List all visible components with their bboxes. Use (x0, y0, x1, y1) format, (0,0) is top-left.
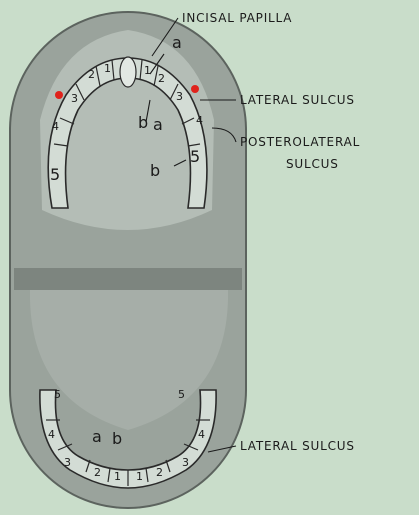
upper-left-tooth-2: 2 (88, 68, 95, 81)
upper-right-tooth-5: 5 (190, 147, 200, 166)
label-b-left: b (138, 113, 148, 132)
lower-label-a: a (92, 427, 102, 446)
label-a-top: a (172, 33, 182, 52)
callout-lateral-sulcus-bottom: LATERAL SULCUS (240, 439, 355, 453)
lower-right-tooth-4: 4 (198, 428, 205, 441)
right-lateral-sulcus-marker (191, 85, 199, 93)
callout-incisal-papilla: INCISAL PAPILLA (182, 11, 292, 25)
lower-left-tooth-4: 4 (48, 428, 55, 441)
upper-right-tooth-2: 2 (158, 72, 165, 85)
callout-lateral-sulcus-top: LATERAL SULCUS (240, 93, 355, 107)
lower-left-tooth-1: 1 (114, 470, 121, 483)
upper-left-tooth-4: 4 (52, 120, 59, 133)
label-b-lower: b (150, 161, 160, 180)
upper-right-tooth-3: 3 (176, 90, 183, 103)
lower-right-tooth-3: 3 (182, 456, 189, 469)
lower-right-tooth-1: 1 (136, 470, 143, 483)
lower-left-tooth-5: 5 (54, 388, 61, 401)
upper-left-tooth-5: 5 (50, 165, 60, 184)
label-a-mid: a (153, 115, 163, 134)
upper-right-tooth-1: 1 (144, 64, 151, 77)
callout-posterolateral-line1: POSTEROLATERAL (240, 135, 360, 149)
callout-posterolateral-line2: SULCUS (286, 157, 339, 171)
lower-left-tooth-2: 2 (94, 466, 101, 479)
lower-right-tooth-2: 2 (156, 466, 163, 479)
left-lateral-sulcus-marker (55, 91, 63, 99)
incisal-papilla (120, 57, 136, 87)
lower-right-tooth-5: 5 (178, 388, 185, 401)
lower-label-b: b (112, 429, 122, 448)
bite-divider (14, 268, 242, 290)
upper-left-tooth-3: 3 (71, 92, 78, 105)
lower-left-tooth-3: 3 (64, 456, 71, 469)
upper-left-tooth-1: 1 (104, 62, 111, 75)
upper-right-tooth-4: 4 (196, 114, 203, 127)
